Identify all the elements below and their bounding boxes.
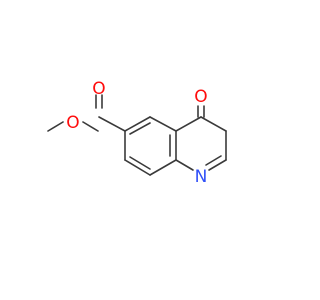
bond-c4-c3 [200,116,227,132]
bond-c2-n1 [208,159,227,171]
bond-c8-c7 [124,159,151,176]
bond-oxygen-ester-carbon [82,121,99,132]
bond-c6-c5 [124,116,151,132]
ester-ether-oxygen-label: O [66,113,79,133]
bond-ester-ring-main [98,116,126,132]
bond-n1-c8a [175,159,194,171]
bond-c8a-c8 [149,159,177,176]
bond-c8-c7-inner [129,156,151,170]
bond-lines [47,94,227,176]
ester-carbonyl-oxygen-label: O [92,79,105,99]
bond-c4a-c4 [175,116,202,132]
bond-c5-c4a [149,116,177,132]
bond-c6-c5-inner [129,122,151,135]
ring-nitrogen-label: N [195,167,208,187]
molecule-structure: O O O N [47,79,227,187]
atom-labels: O O O N [66,79,207,187]
ketone-oxygen-label: O [194,87,207,107]
bond-ester-ring [98,117,99,131]
bond-c2-n1-inner [205,155,222,166]
bond-methyl-oxygen [47,121,64,132]
